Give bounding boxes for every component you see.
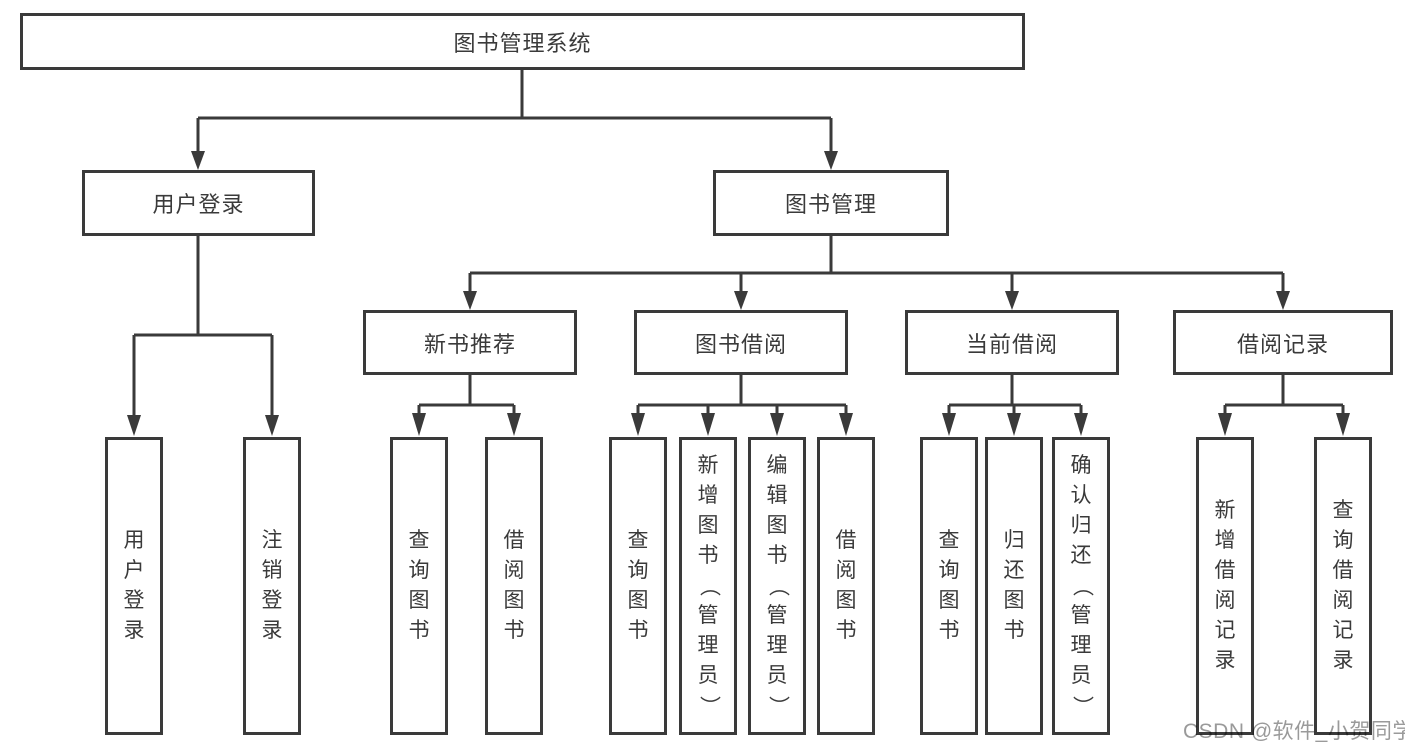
arrowhead [1218,413,1232,436]
leaf-confirm-return-admin: 确认归还（管理员） [1052,437,1110,735]
arrowhead [770,413,784,436]
node-book-management-branch: 图书管理 [713,170,949,236]
leaf-query-borrow-record: 查询借阅记录 [1314,437,1372,735]
leaf-query-books: 查询图书 [609,437,667,735]
arrowhead [463,291,477,310]
leaf-add-borrow-record: 新增借阅记录 [1196,437,1254,735]
node-book-borrow: 图书借阅 [634,310,848,375]
arrowhead [412,413,426,436]
leaf-borrow-books: 借阅图书 [817,437,875,735]
leaf-query-books: 查询图书 [390,437,448,735]
node-system-root: 图书管理系统 [20,13,1025,70]
leaf-user-login: 用户登录 [105,437,163,735]
leaf-return-books: 归还图书 [985,437,1043,735]
csdn-watermark: CSDN @软件_小贺同学 [1183,720,1405,743]
arrowhead [1336,413,1350,436]
arrowhead [1007,413,1021,436]
leaf-logout: 注销登录 [243,437,301,735]
leaf-borrow-books: 借阅图书 [485,437,543,735]
node-current-borrow: 当前借阅 [905,310,1119,375]
arrowhead [265,415,279,436]
arrowhead [701,413,715,436]
arrowhead [1276,291,1290,310]
leaf-add-books-admin: 新增图书（管理员） [679,437,737,735]
arrowhead [942,413,956,436]
leaf-edit-books-admin: 编辑图书（管理员） [748,437,806,735]
arrowhead [1005,291,1019,310]
arrowhead [1074,413,1088,436]
arrowhead [507,413,521,436]
arrowhead [824,151,838,170]
node-user-login-branch: 用户登录 [82,170,315,236]
arrowhead [734,291,748,310]
arrowhead [839,413,853,436]
node-borrow-record: 借阅记录 [1173,310,1393,375]
arrowhead [127,415,141,436]
leaf-query-books: 查询图书 [920,437,978,735]
arrowhead [631,413,645,436]
node-new-book-recommend: 新书推荐 [363,310,577,375]
arrowhead [191,151,205,170]
